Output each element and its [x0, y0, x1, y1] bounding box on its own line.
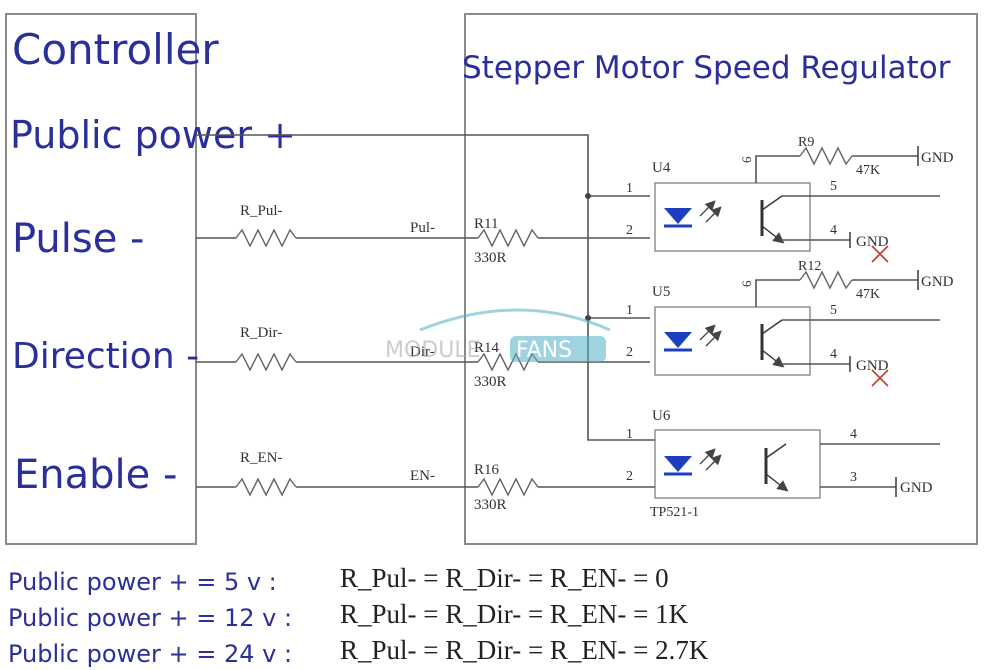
svg-text:47K: 47K [856, 287, 880, 302]
optocoupler-u5: U5 1 2 5 4 GND R12 47K 6 GND [626, 259, 954, 387]
led-icon [664, 208, 692, 224]
r-dir-label: R_Dir- [240, 325, 282, 341]
svg-text:5: 5 [830, 179, 837, 194]
caption-power-5v: Public power + = 5 v : [8, 568, 277, 596]
svg-text:6: 6 [739, 280, 754, 287]
svg-text:GND: GND [921, 274, 954, 290]
resistor-r11 [477, 228, 539, 248]
optocoupler-u4: U4 1 2 5 4 GND R9 47K 6 GND [626, 135, 954, 263]
svg-text:GND: GND [921, 150, 954, 166]
svg-text:2: 2 [626, 345, 633, 360]
resistor-r-pul [235, 228, 297, 248]
pul-signal-label: Pul- [410, 220, 435, 236]
svg-text:1: 1 [626, 303, 633, 318]
svg-text:MODULE: MODULE [385, 338, 481, 363]
direction-label: Direction - [12, 336, 199, 377]
caption-power-12v: Public power + = 12 v : [8, 604, 293, 632]
svg-text:47K: 47K [856, 163, 880, 178]
r11-name: R11 [474, 216, 498, 232]
svg-text:R9: R9 [798, 135, 814, 150]
junction-dot [585, 193, 591, 199]
controller-box [5, 13, 197, 545]
r14-value: 330R [474, 374, 507, 390]
svg-text:FANS: FANS [516, 338, 572, 363]
svg-text:4: 4 [830, 347, 837, 362]
svg-text:GND: GND [900, 480, 933, 496]
svg-text:GND: GND [856, 358, 889, 374]
r-pul-label: R_Pul- [240, 203, 283, 219]
led-icon [664, 332, 692, 348]
r-en-label: R_EN- [240, 450, 283, 466]
u4-label: U4 [652, 160, 671, 176]
watermark-logo: MODULE FANS [385, 308, 611, 363]
u5-label: U5 [652, 284, 670, 300]
optocoupler-u6: U6 TP521-1 1 2 4 3 GND [626, 408, 940, 520]
resistor-r-dir [235, 352, 297, 372]
caption-values-24v: R_Pul- = R_Dir- = R_EN- = 2.7K [340, 635, 709, 665]
u6-label: U6 [652, 408, 671, 424]
resistor-r-en [235, 477, 297, 497]
svg-text:6: 6 [739, 156, 754, 163]
svg-text:1: 1 [626, 181, 633, 196]
r11-value: 330R [474, 250, 507, 266]
resistor-r12 [799, 270, 853, 290]
regulator-title: Stepper Motor Speed Regulator [462, 50, 951, 86]
svg-text:2: 2 [626, 469, 633, 484]
svg-text:R12: R12 [798, 259, 821, 274]
svg-text:GND: GND [856, 234, 889, 250]
r14-name: R14 [474, 340, 500, 356]
en-signal-label: EN- [410, 468, 435, 484]
led-icon [664, 456, 692, 472]
public-power-wire [196, 134, 628, 441]
svg-text:1: 1 [626, 427, 633, 442]
svg-text:4: 4 [850, 427, 857, 442]
u6-part-number: TP521-1 [650, 505, 699, 520]
svg-text:4: 4 [830, 223, 837, 238]
resistor-r9 [799, 146, 853, 166]
dir-signal-label: Dir- [410, 344, 435, 360]
resistor-r16 [477, 477, 539, 497]
caption-values-5v: R_Pul- = R_Dir- = R_EN- = 0 [340, 563, 669, 593]
svg-text:3: 3 [850, 470, 857, 485]
r16-value: 330R [474, 497, 507, 513]
caption-values-12v: R_Pul- = R_Dir- = R_EN- = 1K [340, 599, 689, 629]
enable-label: Enable - [14, 452, 177, 498]
regulator-box [464, 13, 978, 545]
r16-name: R16 [474, 462, 500, 478]
controller-title: Controller [12, 25, 219, 74]
svg-text:5: 5 [830, 303, 837, 318]
svg-text:2: 2 [626, 223, 633, 238]
caption-power-24v: Public power + = 24 v : [8, 640, 293, 668]
pulse-label: Pulse - [12, 216, 144, 262]
